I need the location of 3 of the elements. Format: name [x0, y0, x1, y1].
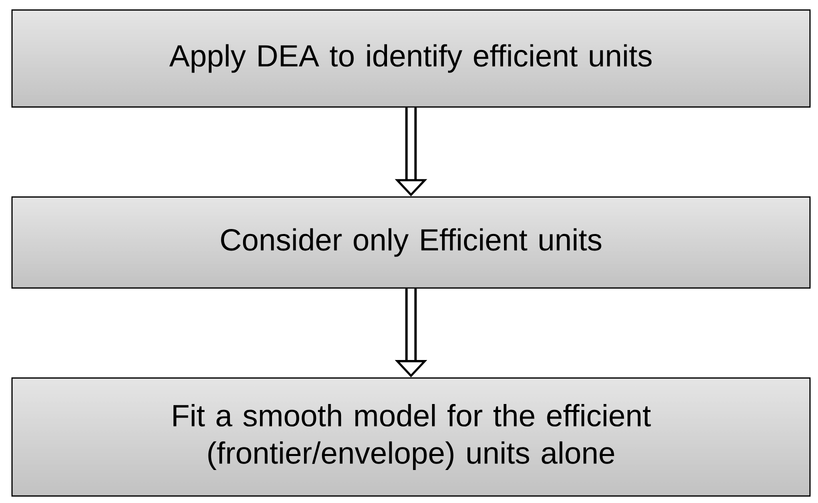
process-box: Apply DEA to identify efficient units: [11, 9, 811, 108]
process-box: Fit a smooth model for the efficient (frontier/envelope) units alone: [11, 377, 811, 497]
process-box: Consider only Efficient units: [11, 196, 811, 289]
